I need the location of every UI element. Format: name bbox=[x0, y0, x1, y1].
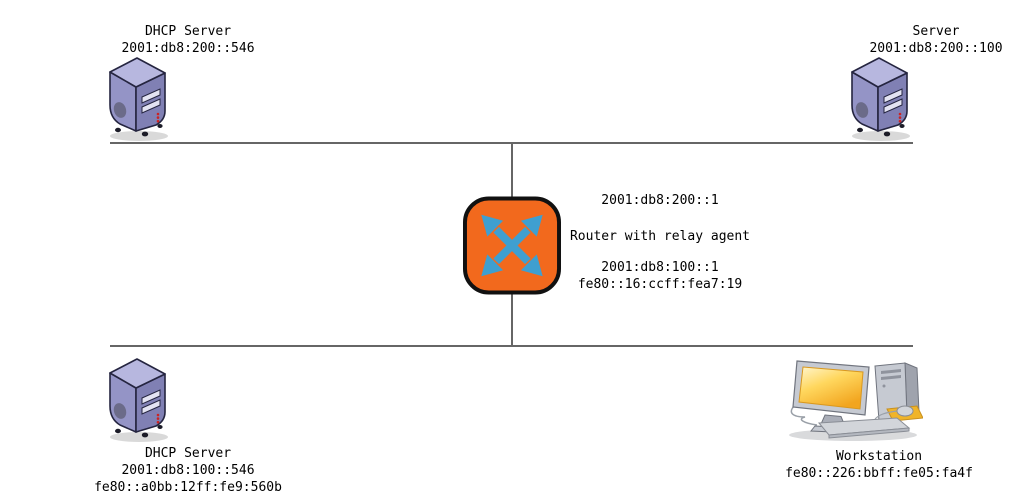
node-address: 2001:db8:100::546 bbox=[121, 463, 255, 478]
server-icon bbox=[845, 56, 913, 142]
server-top-label: Server 2001:db8:200::100 bbox=[788, 23, 1024, 57]
node-title: Workstation bbox=[835, 449, 923, 464]
node-address: 2001:db8:200::100 bbox=[869, 41, 1003, 56]
router-title: Router with relay agent bbox=[569, 229, 750, 244]
router-upper-address: 2001:db8:200::1 bbox=[601, 193, 719, 208]
node-title: Server bbox=[912, 24, 960, 39]
router-lower-addresses: 2001:db8:100::1 fe80::16:ccff:fea7:19 bbox=[530, 259, 790, 293]
dhcp-server-top-label: DHCP Server 2001:db8:200::546 bbox=[68, 23, 308, 57]
workstation-icon bbox=[783, 355, 923, 443]
server-icon bbox=[103, 357, 171, 443]
node-address: fe80::226:bbff:fe05:fa4f bbox=[785, 466, 973, 481]
router-icon bbox=[462, 196, 562, 295]
node-title: DHCP Server bbox=[144, 24, 232, 39]
node-title: DHCP Server bbox=[144, 446, 232, 461]
node-address: 2001:db8:100::1 bbox=[601, 260, 719, 275]
node-address: fe80::a0bb:12ff:fe9:560b bbox=[94, 480, 282, 495]
node-address: 2001:db8:200::546 bbox=[121, 41, 255, 56]
server-icon bbox=[103, 56, 171, 142]
dhcp-server-bottom-label: DHCP Server 2001:db8:100::546 fe80::a0bb… bbox=[68, 445, 308, 496]
workstation-label: Workstation fe80::226:bbff:fe05:fa4f bbox=[729, 448, 1024, 482]
node-address: fe80::16:ccff:fea7:19 bbox=[577, 277, 743, 292]
crossed-arrows-icon bbox=[462, 196, 562, 295]
